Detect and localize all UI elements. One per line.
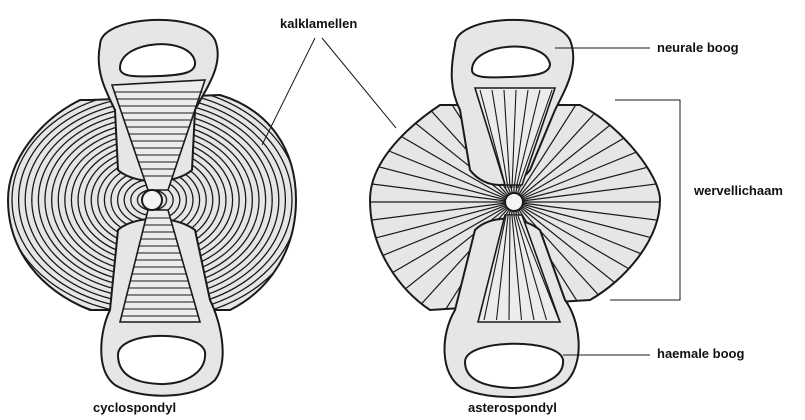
label-neurale-boog: neurale boog [657, 40, 739, 55]
label-haemale-boog: haemale boog [657, 346, 744, 361]
caption-cyclospondyl: cyclospondyl [93, 400, 176, 415]
label-kalklamellen: kalklamellen [280, 16, 357, 31]
leader-kalklamellen-left [262, 38, 315, 145]
asterospondyl-vertebra [314, 20, 714, 397]
right-haemal-canal [465, 344, 563, 388]
leader-kalklamellen-right [322, 38, 396, 128]
right-notochord [505, 193, 523, 211]
label-wervellichaam: wervellichaam [694, 183, 783, 198]
caption-asterospondyl: asterospondyl [468, 400, 557, 415]
left-notochord [142, 190, 162, 210]
cyclospondyl-vertebra [0, 20, 305, 396]
left-haemal-canal [118, 336, 205, 384]
